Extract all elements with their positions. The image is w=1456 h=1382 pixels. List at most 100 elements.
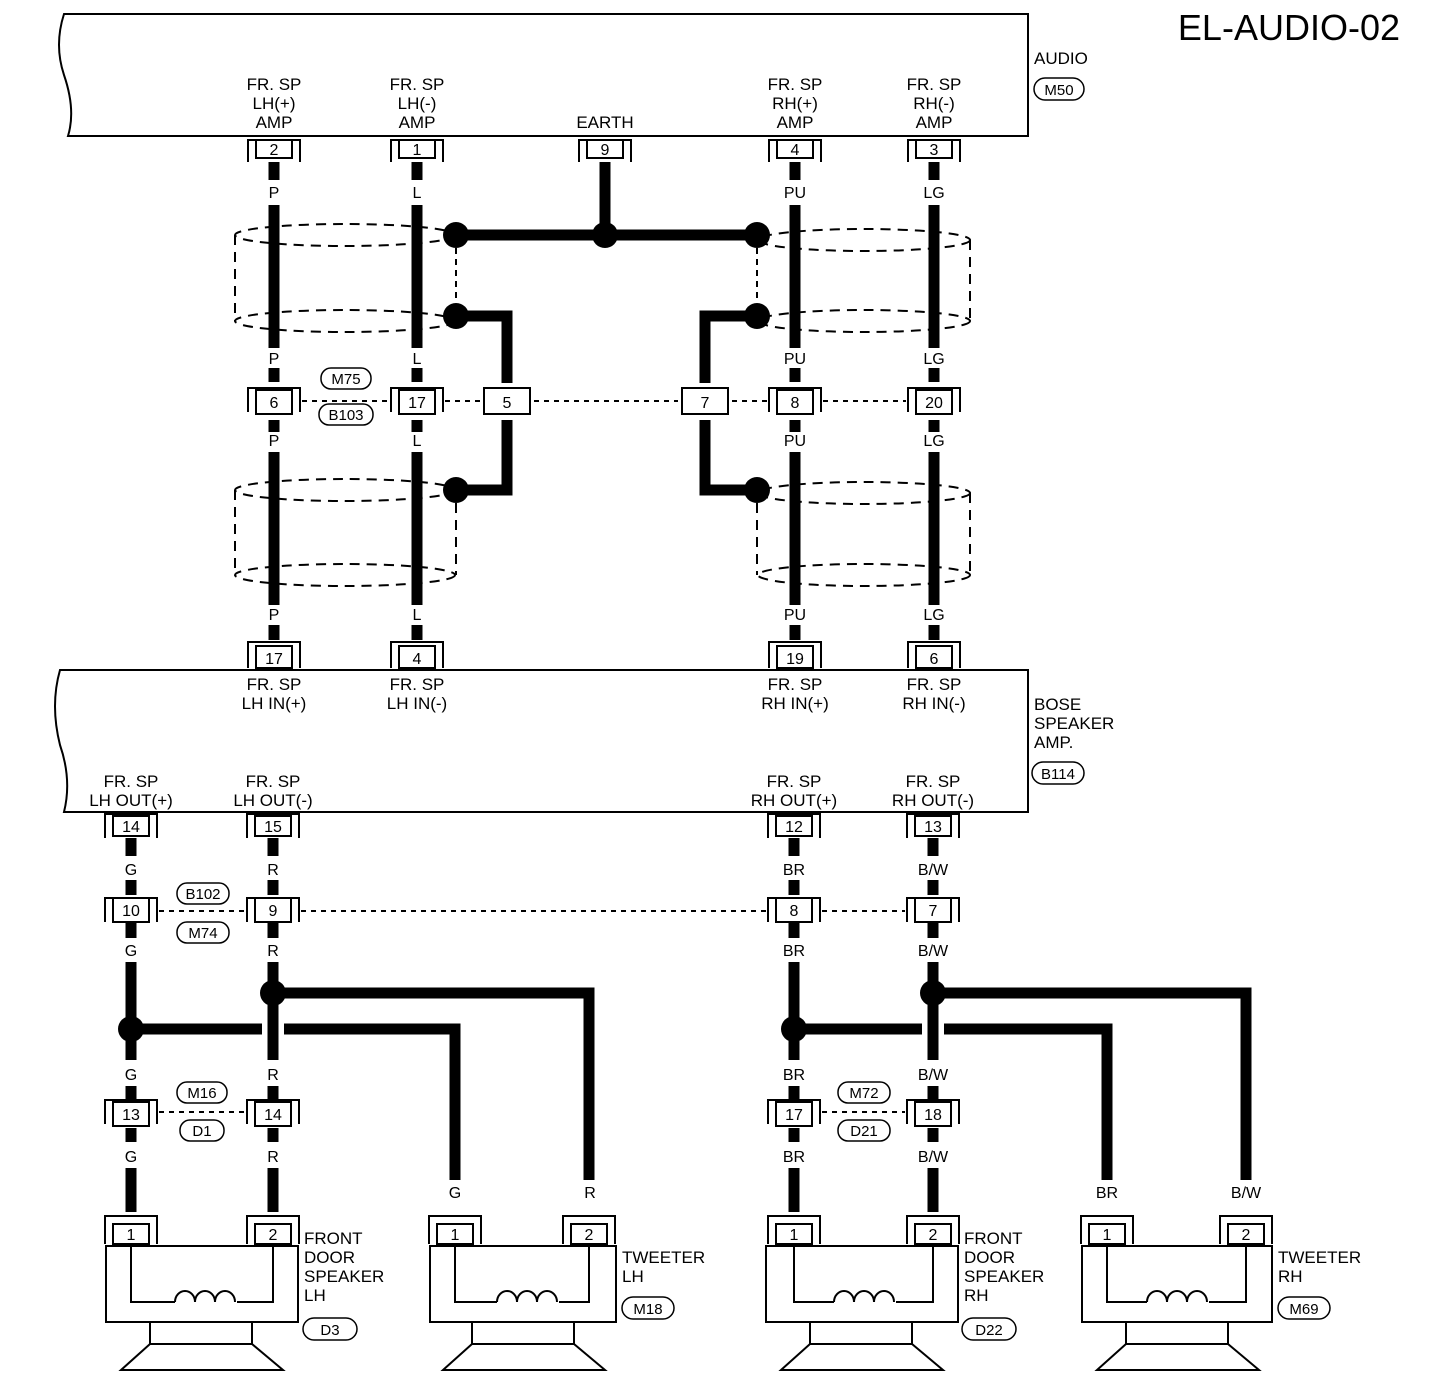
joint-connector-id: D1 [192, 1123, 211, 1140]
joint-connector-id: M74 [188, 925, 217, 942]
amp-output-label: RH OUT(-) [892, 791, 974, 810]
speaker-name: DOOR [304, 1248, 355, 1267]
speaker-name: LH [622, 1267, 644, 1286]
amp-input-label: RH IN(+) [761, 694, 829, 713]
wire-color: L [413, 185, 422, 202]
amp-output-pin: 12 [785, 819, 803, 836]
amp-output-pin: 13 [924, 819, 942, 836]
audio-terminal-label: AMP [916, 113, 953, 132]
audio-terminal-labels: FR. SP LH(+) AMP FR. SP LH(-) AMP EARTH … [247, 75, 962, 132]
front-door-speaker-rh: 1 2 FRONT DOOR SPEAKER RH D22 [765, 1215, 1044, 1371]
joint-connector-id: B102 [185, 886, 220, 903]
wire-color: L [413, 607, 422, 624]
audio-terminal-label: AMP [399, 113, 436, 132]
audio-pin-number: 1 [413, 142, 422, 159]
shield-dashed-links [455, 248, 758, 303]
audio-terminal-label: FR. SP [247, 75, 302, 94]
wire-color: R [267, 862, 279, 879]
joint-pin: 7 [701, 395, 710, 412]
joint-pin: 6 [270, 395, 279, 412]
audio-connector-id: M50 [1044, 82, 1073, 99]
wire-color: PU [784, 607, 806, 624]
wire-color: R [267, 1067, 279, 1084]
speaker-pin: 2 [585, 1227, 594, 1244]
joint-pin: 13 [122, 1107, 140, 1124]
diagram-title: EL-AUDIO-02 [1178, 7, 1400, 48]
wire-color: B/W [918, 862, 949, 879]
tweeter-rh: 1 2 TWEETER RH M69 [1080, 1215, 1361, 1371]
amp-output-label: LH OUT(+) [89, 791, 173, 810]
joint-connector-lower-lh: 13 14 M16 D1 [104, 1081, 300, 1142]
wire-color: G [125, 943, 137, 960]
joint-pin: 10 [122, 903, 140, 920]
joint-connector-id: D21 [850, 1123, 878, 1140]
amp-output-label: FR. SP [906, 772, 961, 791]
wire-color: P [269, 351, 280, 368]
joint-pin: 20 [925, 395, 943, 412]
speaker-name: RH [1278, 1267, 1303, 1286]
speaker-name: TWEETER [622, 1248, 705, 1267]
audio-terminal-label: FR. SP [768, 75, 823, 94]
amp-input-label: FR. SP [390, 675, 445, 694]
amp-input-label: LH IN(+) [242, 694, 307, 713]
amp-input-pin: 19 [786, 651, 804, 668]
joint-connector-id: M16 [187, 1085, 216, 1102]
audio-unit: AUDIO M50 [58, 13, 1088, 137]
audio-terminal-label: RH(+) [772, 94, 818, 113]
joint-pin: 8 [790, 903, 799, 920]
joint-pin: 8 [791, 395, 800, 412]
wire-color: G [125, 1067, 137, 1084]
amp-output-label: FR. SP [767, 772, 822, 791]
amp-input-label: FR. SP [247, 675, 302, 694]
audio-pin-number: 9 [601, 142, 610, 159]
audio-terminal-label: FR. SP [390, 75, 445, 94]
joint-connector-id: M72 [849, 1085, 878, 1102]
amp-name: BOSE [1034, 695, 1081, 714]
audio-terminal-label: EARTH [576, 113, 633, 132]
amp-input-label: FR. SP [907, 675, 962, 694]
wire-color: L [413, 433, 422, 450]
speaker-name: DOOR [964, 1248, 1015, 1267]
amp-output-pins [104, 813, 960, 838]
speaker-pin: 1 [1103, 1227, 1112, 1244]
audio-terminal-label: RH(-) [913, 94, 955, 113]
joint-pin: 17 [408, 395, 426, 412]
amp-input-pin: 6 [930, 651, 939, 668]
wire-color: BR [783, 862, 805, 879]
wire-color: P [269, 185, 280, 202]
audio-terminal-label: AMP [256, 113, 293, 132]
speaker-connector-id: M69 [1289, 1301, 1318, 1318]
joint-connector-upper: 6 17 5 7 8 20 M75 B103 [247, 367, 961, 426]
speaker-name: SPEAKER [964, 1267, 1044, 1286]
amp-output-label: FR. SP [246, 772, 301, 791]
speaker-name: TWEETER [1278, 1248, 1361, 1267]
wire-color: R [267, 1149, 279, 1166]
speaker-connector-id: D22 [975, 1322, 1003, 1339]
audio-pin-number: 4 [791, 142, 800, 159]
audio-terminal-label: AMP [777, 113, 814, 132]
amp-name: SPEAKER [1034, 714, 1114, 733]
wire-color: R [267, 943, 279, 960]
speaker-name: FRONT [304, 1229, 363, 1248]
joint-pin: 14 [264, 1107, 282, 1124]
wire-color: LG [923, 433, 944, 450]
joint-pin: 9 [269, 903, 278, 920]
wire-color: PU [784, 185, 806, 202]
speaker-name: FRONT [964, 1229, 1023, 1248]
amp-name: AMP. [1034, 733, 1073, 752]
wire-color: P [269, 607, 280, 624]
wire-color: PU [784, 433, 806, 450]
audio-pin-number: 2 [270, 142, 279, 159]
speaker-pin: 2 [929, 1227, 938, 1244]
amp-input-label: FR. SP [768, 675, 823, 694]
amp-output-label: LH OUT(-) [233, 791, 312, 810]
wire-color: L [413, 351, 422, 368]
joint-connector-lower-rh: 17 18 M72 D21 [767, 1081, 960, 1142]
shield-outlines [234, 223, 971, 587]
lower-wires [125, 838, 1252, 1212]
amp-output-label: RH OUT(+) [751, 791, 837, 810]
audio-terminal-label: LH(+) [253, 94, 296, 113]
amp-input-pin: 4 [413, 651, 422, 668]
joint-connector-id: M75 [331, 371, 360, 388]
wire-color: G [125, 862, 137, 879]
